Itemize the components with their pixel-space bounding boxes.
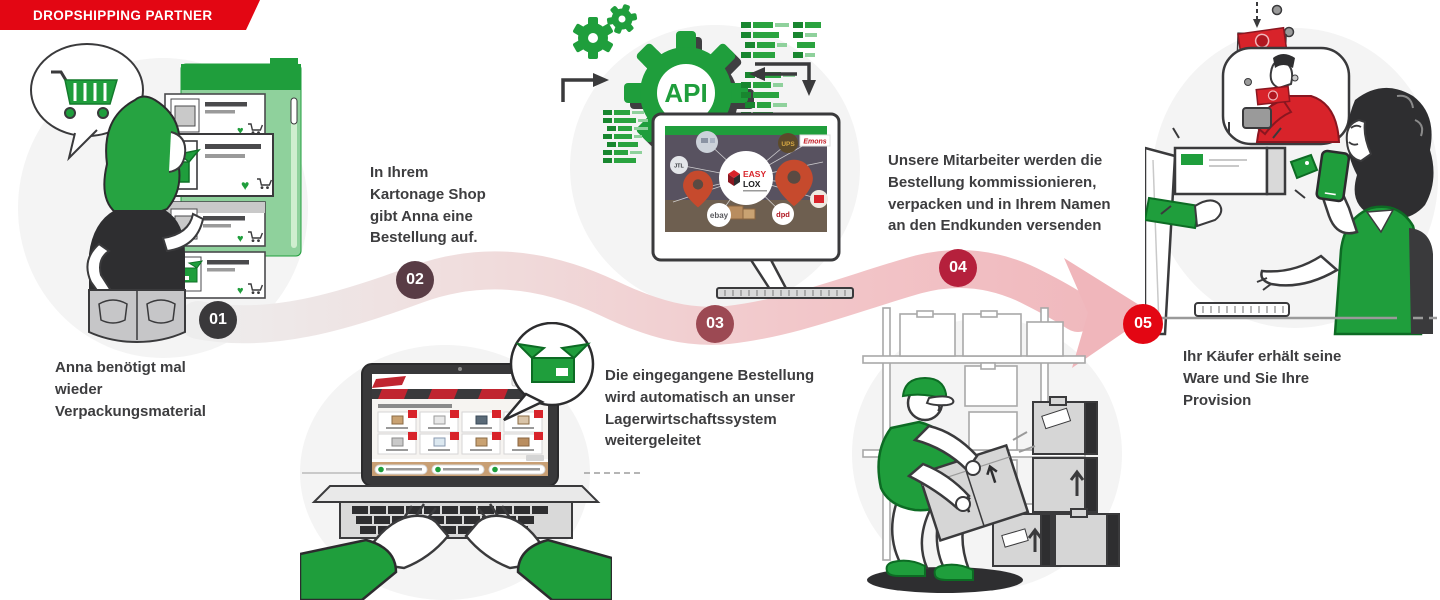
integration-monitor: UPS Emons JTL ebay dpd EASY LOX: [651, 112, 854, 299]
location-pin-icon: [775, 159, 813, 207]
illustration-warehouse-picking: [862, 307, 1120, 593]
warehouse-worker: [877, 376, 1036, 581]
flow-arrow-right: [749, 62, 816, 96]
webshop-screen[interactable]: [372, 376, 548, 476]
woman-shopper: [86, 95, 205, 344]
svg-text:UPS: UPS: [781, 141, 795, 148]
svg-text:ebay: ebay: [710, 211, 729, 220]
step-badge-03: 03: [696, 305, 734, 343]
step-text-01: Anna benötigt mal wieder Verpackungsmate…: [55, 359, 206, 420]
illustration-laptop-order: [300, 322, 612, 600]
emons-logo: [799, 134, 831, 147]
illustration-online-browsing: ♥ ♥: [30, 43, 302, 344]
office-chair: [1409, 228, 1433, 334]
step-badge-04: 04: [939, 249, 977, 287]
desk: [1145, 302, 1437, 320]
desk-line-solid: [302, 472, 366, 474]
ups-logo: [778, 133, 798, 153]
svg-text:Emons: Emons: [803, 139, 826, 146]
location-pin-icon: [683, 170, 713, 208]
category-tiles[interactable]: [377, 410, 543, 455]
laptop: [311, 363, 601, 539]
svg-text:dpd: dpd: [776, 210, 790, 219]
step-text-02: In Ihrem Kartonage Shop gibt Anna eine B…: [370, 164, 486, 247]
banner: DROPSHIPPING PARTNER: [0, 0, 260, 30]
step-badge-01: 01: [199, 301, 237, 339]
favorite-heart-icon[interactable]: ♥: [237, 233, 244, 245]
usp-banners: [374, 464, 546, 475]
favorite-heart-icon[interactable]: ♥: [237, 285, 244, 297]
easylox-logo: EASY LOX: [719, 151, 773, 205]
small-gears-icon: [572, 3, 638, 59]
step-text-03: Die eingegangene Bestellung wird automat…: [605, 367, 815, 450]
monitor-edge-and-package: [1145, 122, 1319, 336]
illustration-api-integration: API: [561, 3, 854, 299]
svg-text:EASY: EASY: [743, 169, 766, 179]
product-list-panel: ♥ ♥: [140, 58, 302, 299]
svg-text:LOX: LOX: [743, 179, 761, 189]
favorite-heart-icon[interactable]: ♥: [241, 177, 249, 193]
api-label: API: [664, 78, 707, 108]
code-block-left: [603, 110, 648, 163]
monitor-keyboard[interactable]: [716, 287, 854, 299]
step-badge-05: 05: [1123, 304, 1163, 344]
smartphone[interactable]: [1315, 149, 1351, 203]
thought-bubble-buyer: [1221, 46, 1351, 146]
typing-hands: [300, 503, 612, 600]
step-badge-02: 02: [396, 261, 434, 299]
step-text-04: Unsere Mitarbeiter werden die Bestellung…: [888, 152, 1111, 235]
code-block-right: [741, 22, 821, 118]
desk-keyboard[interactable]: [1194, 302, 1290, 317]
jtl-logo: [670, 156, 688, 174]
product-card[interactable]: ♥: [164, 93, 266, 139]
banner-title: DROPSHIPPING PARTNER: [33, 7, 213, 23]
svg-text:JTL: JTL: [674, 164, 684, 170]
green-box-icon: [515, 342, 591, 383]
box-stack: [867, 396, 1120, 593]
speech-bubble-box: [503, 322, 595, 422]
seller-woman: [1256, 87, 1434, 336]
dpd-logo: [772, 203, 794, 225]
desk-line-dashed: [584, 472, 640, 474]
speech-bubble-cart: [30, 43, 144, 162]
flow-arrow-left: [561, 73, 609, 102]
ebay-logo: [707, 203, 731, 227]
step-text-05: Ihr Käufer erhält seine Ware und Sie Ihr…: [1183, 348, 1342, 409]
shipping-package: [1160, 122, 1319, 215]
illustration-customer-delivery: [1145, 2, 1437, 336]
favorite-heart-icon[interactable]: ♥: [237, 125, 244, 137]
shopping-cart-icon: [51, 70, 118, 119]
